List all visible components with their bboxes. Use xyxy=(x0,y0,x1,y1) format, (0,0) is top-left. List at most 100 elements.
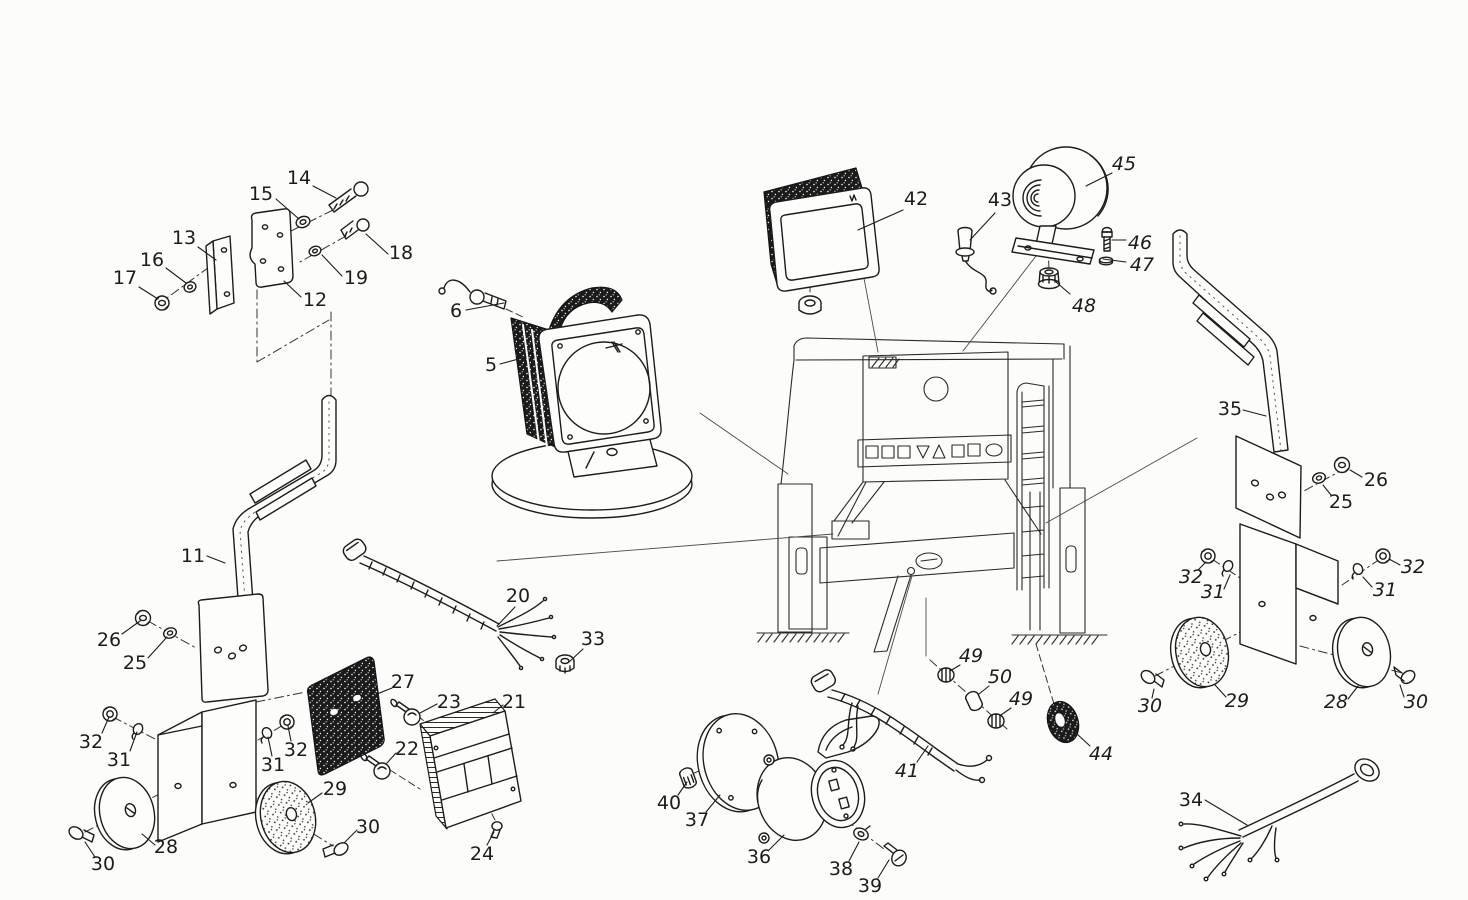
part-label-29: 29 xyxy=(307,778,347,804)
part-label-28: 28 xyxy=(141,833,178,858)
label-leader-line xyxy=(877,859,890,879)
part-number: 45 xyxy=(1112,153,1136,175)
part-number: 16 xyxy=(140,249,164,271)
part-label-41: 41 xyxy=(895,745,929,782)
part-number: 30 xyxy=(356,816,380,838)
part-label-34: 34 xyxy=(1179,789,1248,826)
part-label-26: 26 xyxy=(1349,469,1388,491)
part-label-50: 50 xyxy=(978,666,1012,695)
label-leader-line xyxy=(1322,484,1332,496)
part-label-27: 27 xyxy=(376,671,415,695)
bulb-23 xyxy=(390,698,421,726)
label-leader-line xyxy=(386,752,397,764)
handlebar-11 xyxy=(232,394,337,617)
label-leader-line xyxy=(1223,574,1231,590)
part-number: 26 xyxy=(1364,469,1388,491)
wheel-28-right xyxy=(1331,616,1392,689)
part-label-37: 37 xyxy=(685,794,721,831)
part-number: 6 xyxy=(450,300,462,322)
part-number: 25 xyxy=(1329,491,1353,513)
label-leader-line xyxy=(129,731,138,752)
part-number: 31 xyxy=(1373,579,1397,601)
part-label-30: 30 xyxy=(1138,688,1162,717)
mount-plate-left xyxy=(197,593,269,703)
work-light-frame xyxy=(538,314,662,453)
label-leader-line xyxy=(1347,685,1359,700)
part-number: 48 xyxy=(1072,295,1096,317)
part-number: 44 xyxy=(1089,743,1113,765)
lamp-42 xyxy=(763,167,880,315)
part-label-30: 30 xyxy=(84,841,115,875)
part-number: 5 xyxy=(485,354,497,376)
tail-light-group xyxy=(306,538,575,839)
part-number: 49 xyxy=(959,645,983,667)
spacer-50 xyxy=(964,690,983,712)
part-label-32: 32 xyxy=(1179,561,1207,588)
label-leader-line xyxy=(147,636,168,659)
bolt-14 xyxy=(328,181,369,213)
screw-24 xyxy=(490,821,503,839)
locator-line-left-assembly xyxy=(496,533,834,562)
socket-36 xyxy=(756,715,880,844)
part-label-43: 43 xyxy=(969,189,1012,241)
part-number: 27 xyxy=(391,671,415,693)
washer-16 xyxy=(183,281,197,293)
locator-line-right-assembly xyxy=(1045,437,1198,524)
nut-49-b xyxy=(987,713,1005,729)
light-box-21 xyxy=(419,698,522,830)
label-leader-line xyxy=(1362,576,1373,588)
label-leader-line xyxy=(141,833,156,846)
label-leader-line xyxy=(705,794,721,813)
part-label-33: 33 xyxy=(568,628,605,663)
bulb-22 xyxy=(360,752,391,780)
part-label-6: 6 xyxy=(450,300,505,322)
wheel-29-left xyxy=(254,780,317,855)
part-label-22: 22 xyxy=(386,738,419,764)
washer-25-left xyxy=(162,627,178,639)
label-leader-line xyxy=(197,246,217,261)
part-label-49: 49 xyxy=(1000,688,1033,716)
label-leader-line xyxy=(568,648,584,663)
plug-40 xyxy=(678,767,697,789)
work-light-handle xyxy=(548,286,623,331)
part-number: 31 xyxy=(107,749,131,771)
part-number: 47 xyxy=(1130,254,1154,276)
pad-27 xyxy=(306,656,385,776)
label-leader-line xyxy=(267,736,273,757)
part-number: 24 xyxy=(470,843,494,865)
washer-19 xyxy=(308,245,322,257)
label-leader-line xyxy=(1242,409,1267,417)
part-number: 40 xyxy=(657,792,681,814)
part-label-31: 31 xyxy=(261,736,285,776)
part-number: 29 xyxy=(1225,690,1249,712)
part-number: 30 xyxy=(1404,691,1428,713)
washer-47 xyxy=(1098,256,1114,266)
part-label-48: 48 xyxy=(1055,281,1096,317)
part-label-17: 17 xyxy=(113,267,159,300)
part-label-31: 31 xyxy=(1362,576,1397,601)
bolt-18 xyxy=(340,218,370,240)
washer-38 xyxy=(853,825,871,841)
label-leader-line xyxy=(486,831,495,846)
label-leader-line xyxy=(1204,799,1248,826)
label-leader-line xyxy=(1151,688,1155,699)
part-number: 33 xyxy=(581,628,605,650)
part-number: 41 xyxy=(895,760,919,782)
label-leader-line xyxy=(1197,561,1207,571)
part-label-35: 35 xyxy=(1218,398,1267,420)
label-leader-line xyxy=(492,704,504,714)
bolt-46 xyxy=(1101,226,1113,252)
label-leader-line xyxy=(1076,733,1091,747)
label-leader-line xyxy=(1399,684,1405,698)
screw-39 xyxy=(883,842,907,867)
part-number: 23 xyxy=(437,691,461,713)
label-leader-line xyxy=(165,267,187,284)
part-number: 50 xyxy=(988,666,1012,688)
part-label-16: 16 xyxy=(140,249,187,284)
part-number: 32 xyxy=(79,731,103,753)
part-number: 14 xyxy=(287,167,311,189)
part-number: 38 xyxy=(829,858,853,880)
grommet-44 xyxy=(1046,700,1080,744)
nut-32-right-b xyxy=(1375,548,1391,564)
